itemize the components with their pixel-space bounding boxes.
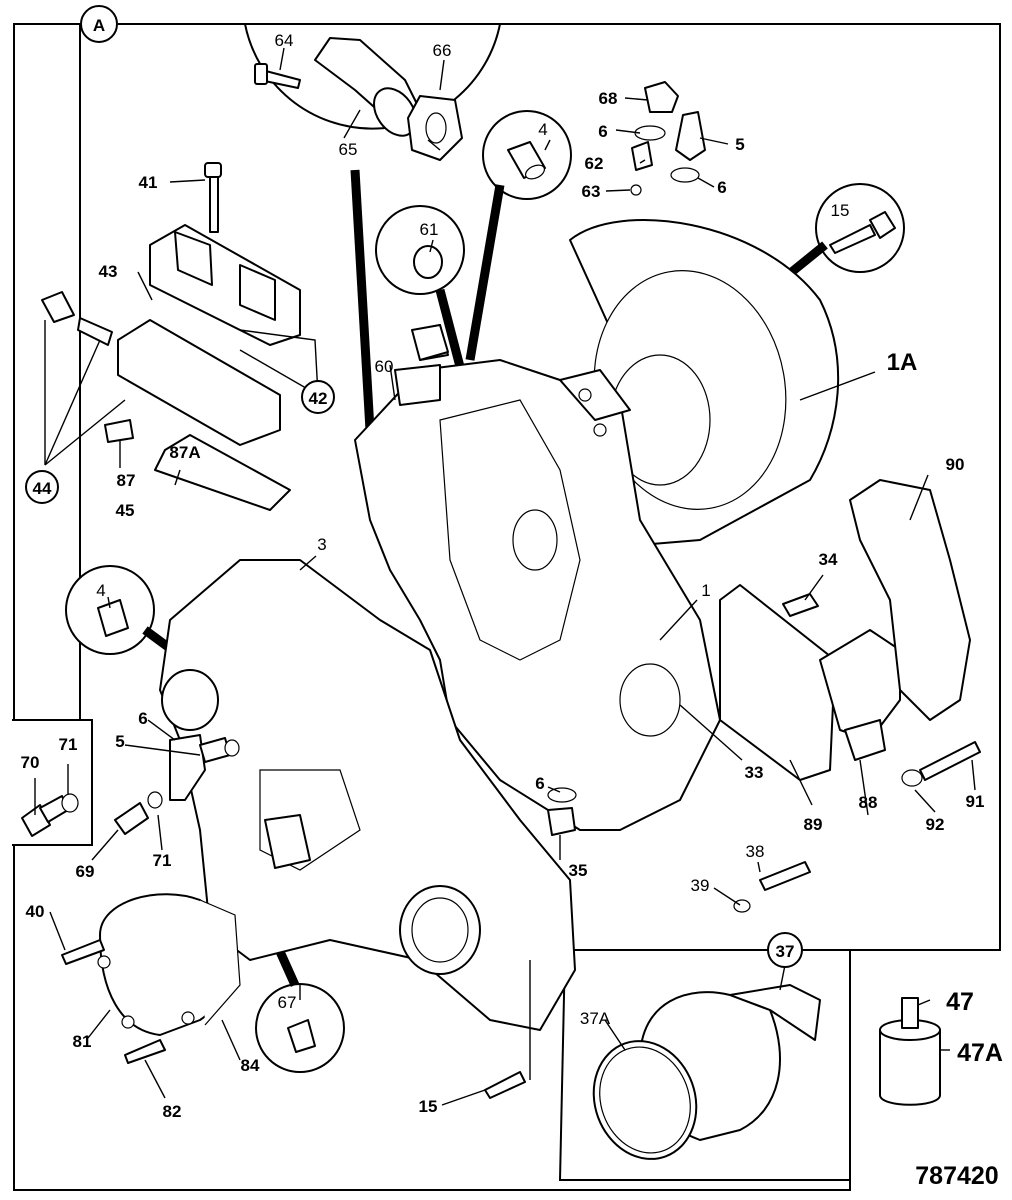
inset-pump-37 [558,949,851,1181]
inset-plug-4-top [482,110,572,200]
label-87: 87 [117,471,136,490]
label-5-top: 5 [735,135,744,154]
label-90: 90 [946,455,965,474]
label-88: 88 [859,793,878,812]
label-5-left: 5 [115,732,124,751]
label-6-top: 6 [598,122,607,141]
leader-inset-4 [465,184,505,361]
label-66: 66 [433,41,452,60]
label-1: 1 [701,581,710,600]
label-40: 40 [26,902,45,921]
leader-lines [34,47,976,1106]
label-4-top: 4 [538,120,547,139]
bolt-15-bottom [484,1071,526,1099]
filter-47 [879,997,941,1106]
label-41: 41 [139,173,158,192]
engine-mount-group [719,479,981,913]
label-15-bottom: 15 [419,1097,438,1116]
label-70: 70 [21,753,40,772]
label-64: 64 [275,31,294,50]
label-33: 33 [745,763,764,782]
label-1a: 1A [887,349,918,376]
label-6-bottom: 6 [535,774,544,793]
bell-housing-1a [569,219,840,546]
inset-plug-67 [255,983,345,1073]
detail-a-marker: A [80,5,118,43]
label-35: 35 [569,861,588,880]
label-63: 63 [582,182,601,201]
callout-44-circle: 44 [25,470,59,504]
label-39: 39 [691,876,710,895]
label-38: 38 [746,842,765,861]
label-4-left: 4 [96,581,105,600]
label-71-bottom: 71 [153,851,172,870]
label-84: 84 [241,1056,260,1075]
inset-tube-flange [244,23,501,161]
reference-number: 787420 [915,1162,998,1190]
label-69: 69 [76,862,95,881]
svg-text:A: A [93,16,105,35]
label-61: 61 [420,220,439,239]
inset-plug-4-left [65,565,155,655]
sensor-group-70-71 [21,734,240,837]
label-6-top-right: 6 [717,178,726,197]
label-3: 3 [317,535,326,554]
cover-81-84 [61,893,241,1064]
callout-37-circle: 37 [767,932,803,968]
main-case-1 [354,324,721,831]
label-91: 91 [966,792,985,811]
front-case-3 [159,559,576,1031]
label-60: 60 [375,357,394,376]
label-65: 65 [339,140,358,159]
label-89: 89 [804,815,823,834]
callout-42-circle: 42 [301,380,335,414]
inset-bolt-15 [815,183,905,273]
svg-text:37: 37 [776,942,795,961]
label-43: 43 [99,262,118,281]
svg-text:42: 42 [309,389,328,408]
label-45: 45 [116,501,135,520]
label-68: 68 [599,89,618,108]
inset-oring-61 [375,205,465,295]
leader-inset-top [350,169,375,431]
label-34: 34 [819,550,838,569]
label-47: 47 [946,988,974,1016]
label-71-top: 71 [59,735,78,754]
label-92: 92 [926,815,945,834]
label-82: 82 [163,1102,182,1121]
label-62: 62 [585,154,604,173]
label-37a: 37A [580,1009,611,1028]
solenoid-valve-assembly [41,162,301,511]
label-87a: 87A [169,443,200,462]
plugs-top-group [411,81,706,361]
label-47a: 47A [957,1039,1003,1067]
label-15-inset: 15 [831,201,850,220]
plug-35 [547,787,577,836]
label-81: 81 [73,1032,92,1051]
label-6-left: 6 [138,709,147,728]
label-67: 67 [278,993,297,1012]
svg-text:44: 44 [33,479,52,498]
